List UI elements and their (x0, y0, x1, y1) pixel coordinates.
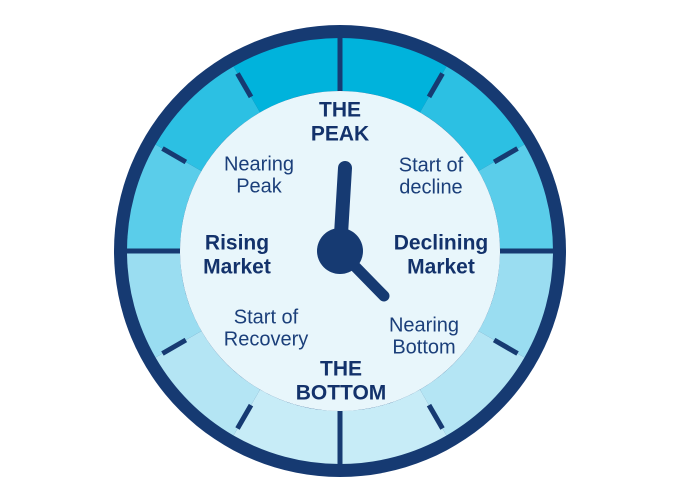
ring-segment (155, 331, 260, 436)
ring-segments (127, 38, 553, 464)
ring-segment (233, 389, 340, 464)
label-the-peak: THE PEAK (310, 98, 370, 145)
label-nearing-bottom: Nearing Bottom (388, 314, 460, 359)
ring-segment (340, 38, 447, 113)
ring-segment (127, 144, 202, 251)
ring-segment (340, 389, 447, 464)
ring-segment (233, 38, 340, 113)
minor-tick (235, 72, 254, 99)
ring-segment (478, 144, 553, 251)
minor-tick (492, 337, 519, 356)
label-declining-market: Declining Market (393, 231, 489, 278)
ring-segment (420, 331, 525, 436)
label-start-of-decline: Start of decline (398, 154, 464, 199)
minor-tick (161, 337, 188, 356)
minor-tick (161, 146, 188, 165)
label-nearing-peak: Nearing Peak (223, 153, 295, 198)
minor-tick (426, 72, 445, 99)
ring-segment (420, 66, 525, 171)
minor-tick (492, 146, 519, 165)
minor-tick (235, 403, 254, 430)
label-rising-market: Rising Market (203, 231, 271, 278)
ring-segment (155, 66, 260, 171)
minor-tick (426, 403, 445, 430)
label-the-bottom: THE BOTTOM (295, 357, 387, 404)
ring-segment (478, 251, 553, 358)
ring-ticks (125, 36, 555, 466)
label-start-of-recovery: Start of Recovery (223, 306, 309, 351)
ring-segment (127, 251, 202, 358)
clock-hub-icon (317, 228, 363, 274)
